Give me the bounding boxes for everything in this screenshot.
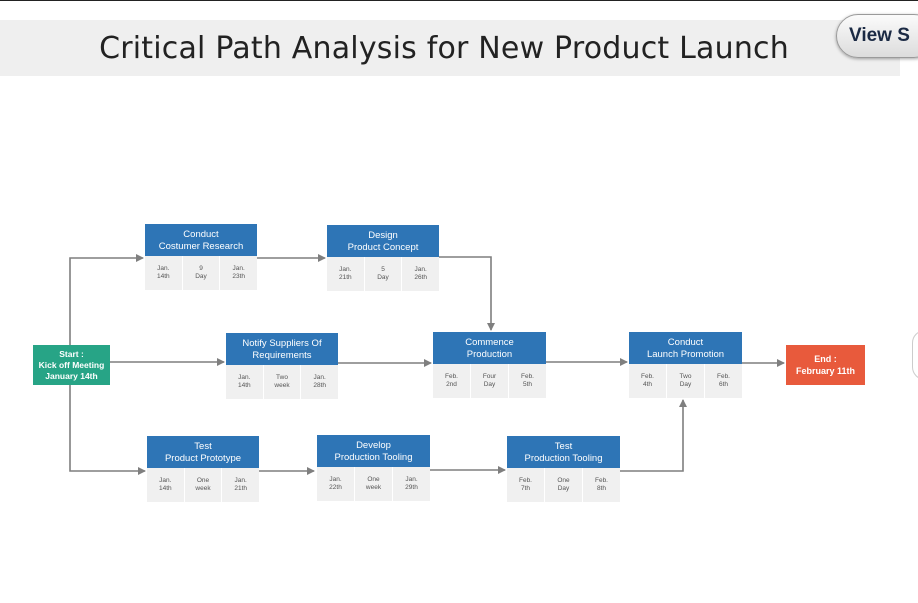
task-header: Test Production Tooling [507, 436, 620, 468]
task-finish-date: Jan. 29th [392, 467, 430, 501]
task-start-date: Jan. 14th [238, 374, 251, 389]
task-title-line2: Production [466, 348, 513, 360]
start-node: Start : Kick off Meeting January 14th [33, 345, 110, 385]
task-finish-date: Jan. 21th [221, 468, 259, 502]
task-title-line2: Production Tooling [524, 452, 603, 464]
end-date: February 11th [795, 366, 856, 376]
task-start-date: Jan. 21th [339, 266, 352, 281]
task-header: Develop Production Tooling [317, 435, 430, 467]
task-duration: One week [183, 468, 222, 502]
task-conduct-launch-promotion: Conduct Launch Promotion Feb. 4th Two Da… [629, 332, 742, 398]
task-finish-date: Jan. 26th [401, 257, 439, 291]
task-title-line2: Requirements [252, 349, 312, 361]
task-start-date: Feb. 7th [518, 477, 532, 492]
task-duration: Two week [262, 365, 301, 399]
task-duration: One week [354, 467, 392, 501]
start-date: January 14th [45, 370, 98, 381]
end-label: End : [814, 354, 837, 364]
task-duration: 9 Day [181, 256, 220, 290]
task-header: Commence Production [433, 332, 546, 364]
connector-design-to-production [439, 256, 495, 331]
task-duration: One Day [544, 468, 582, 502]
task-title-line1: Develop [356, 439, 391, 451]
task-title-line1: Design [368, 229, 398, 241]
connector-test-tooling-to-promotion [620, 399, 687, 472]
task-title-line2: Product Prototype [164, 452, 242, 464]
task-header: Conduct Launch Promotion [629, 332, 742, 364]
task-finish-date: Jan. 28th [300, 365, 338, 399]
task-title-line1: Conduct [183, 228, 219, 240]
task-conduct-costumer-research: Conduct Costumer Research Jan. 14th 9 Da… [145, 224, 257, 290]
task-notify-suppliers: Notify Suppliers Of Requirements Jan. 14… [226, 333, 338, 399]
task-title-line1: Commence [465, 336, 514, 348]
task-title-line2: Product Concept [347, 241, 419, 253]
task-start-date: Feb. 4th [640, 373, 654, 388]
task-title-line1: Notify Suppliers Of [242, 337, 322, 349]
task-test-production-tooling: Test Production Tooling Feb. 7th One Day… [507, 436, 620, 502]
task-title-line2: Production Tooling [334, 451, 413, 463]
task-header: Conduct Costumer Research [145, 224, 257, 256]
title-bar: Critical Path Analysis for New Product L… [0, 20, 900, 76]
task-commence-production: Commence Production Feb. 2nd Four Day Fe… [433, 332, 546, 398]
task-design-product-concept: Design Product Concept Jan. 21th 5 Day J… [327, 225, 439, 291]
task-duration: Two Day [666, 364, 704, 398]
task-title-line1: Test [194, 440, 212, 452]
task-finish-date: Feb. 8th [582, 468, 620, 502]
view-slideshow-button[interactable]: View S [836, 14, 918, 58]
task-header: Test Product Prototype [147, 436, 259, 468]
task-duration: 5 Day [363, 257, 402, 291]
task-title-line2: Launch Promotion [646, 348, 725, 360]
task-develop-production-tooling: Develop Production Tooling Jan. 22th One… [317, 435, 430, 501]
start-label: Start : [59, 348, 84, 359]
task-start-date: Jan. 22th [329, 476, 342, 491]
task-header: Design Product Concept [327, 225, 439, 257]
task-title-line1: Conduct [667, 336, 704, 348]
task-test-product-prototype: Test Product Prototype Jan. 14th One wee… [147, 436, 259, 502]
task-finish-date: Feb. 5th [508, 364, 546, 398]
task-finish-date: Jan. 23th [219, 256, 257, 290]
start-event: Kick off Meeting [38, 359, 105, 370]
task-title-line1: Test [554, 440, 573, 452]
task-finish-date: Feb. 6th [704, 364, 742, 398]
task-header: Notify Suppliers Of Requirements [226, 333, 338, 365]
top-border [0, 0, 918, 1]
connector-start-to-research [69, 254, 144, 345]
task-start-date: Jan. 14th [159, 477, 172, 492]
page-title: Critical Path Analysis for New Product L… [99, 31, 789, 66]
task-title-line2: Costumer Research [158, 240, 244, 252]
task-start-date: Feb. 2nd [444, 373, 458, 388]
task-duration: Four Day [470, 364, 508, 398]
task-start-date: Jan. 14th [157, 265, 170, 280]
end-node: End : February 11th [786, 345, 865, 385]
connector-start-to-prototype [69, 385, 146, 475]
